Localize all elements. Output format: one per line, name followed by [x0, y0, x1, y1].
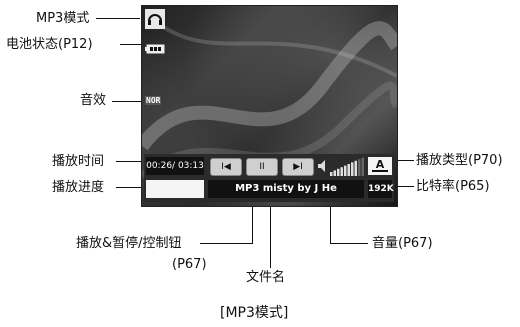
- play-type-indicator[interactable]: A: [368, 157, 392, 175]
- volume-meter[interactable]: [330, 156, 366, 176]
- leader-line: [252, 197, 253, 244]
- volume-bar: [354, 160, 357, 176]
- volume-bar: [347, 164, 350, 176]
- leader-line: [96, 18, 140, 19]
- pause-icon: II: [259, 162, 265, 172]
- next-button[interactable]: ▶I: [282, 158, 314, 176]
- background-wallpaper: [142, 21, 397, 180]
- prev-icon: I◀: [221, 162, 231, 172]
- repeat-underline: [372, 170, 388, 172]
- bitrate-display: 192K: [368, 180, 394, 198]
- battery-icon: [145, 39, 165, 54]
- callout-play-pause-control: 播放&暂停/控制钮: [76, 236, 182, 251]
- progress-bar[interactable]: [146, 180, 204, 198]
- leader-line: [116, 161, 142, 162]
- callout-volume: 音量(P67): [372, 236, 433, 251]
- volume-bar: [361, 157, 364, 176]
- callout-battery: 电池状态(P12): [6, 37, 93, 52]
- control-bar: 00:26/ 03:13 I◀ II ▶I A MP3 misty by J H…: [144, 154, 394, 202]
- callout-play-type: 播放类型(P70): [416, 153, 503, 168]
- callout-sound-effect: 音效: [80, 93, 107, 108]
- pause-button[interactable]: II: [246, 158, 278, 176]
- play-type-label: A: [375, 158, 385, 171]
- callout-play-time: 播放时间: [52, 154, 105, 169]
- callout-bitrate: 比特率(P65): [416, 179, 490, 194]
- filename-display: MP3 misty by J He: [208, 180, 364, 198]
- volume-bar: [330, 172, 333, 176]
- callout-filename: 文件名: [246, 270, 286, 285]
- volume-bar: [340, 167, 343, 176]
- leader-line: [394, 160, 414, 161]
- eq-label: NOR: [145, 96, 162, 105]
- callout-play-progress: 播放进度: [52, 180, 105, 195]
- volume-bar: [358, 159, 361, 176]
- figure-caption: [MP3模式]: [220, 305, 289, 321]
- leader-line: [112, 101, 142, 102]
- leader-line: [270, 197, 271, 268]
- leader-line: [200, 243, 252, 244]
- player-screen: NOR 00:26/ 03:13 I◀ II ▶I A MP3 misty by…: [141, 5, 398, 207]
- next-icon: ▶I: [293, 162, 303, 172]
- volume-bar: [333, 170, 336, 176]
- headphones-icon: [145, 9, 165, 29]
- leader-line: [120, 44, 142, 45]
- volume-bar: [344, 165, 347, 176]
- prev-button[interactable]: I◀: [210, 158, 242, 176]
- callout-mp3-mode: MP3模式: [36, 11, 90, 26]
- volume-bar: [351, 162, 354, 176]
- leader-line: [330, 243, 368, 244]
- leader-line: [116, 187, 144, 188]
- volume-bar: [337, 168, 340, 176]
- leader-line: [394, 186, 414, 187]
- callout-play-pause-control-page: (P67): [172, 257, 207, 272]
- speaker-icon: [318, 160, 325, 172]
- play-time: 00:26/ 03:13: [146, 157, 204, 175]
